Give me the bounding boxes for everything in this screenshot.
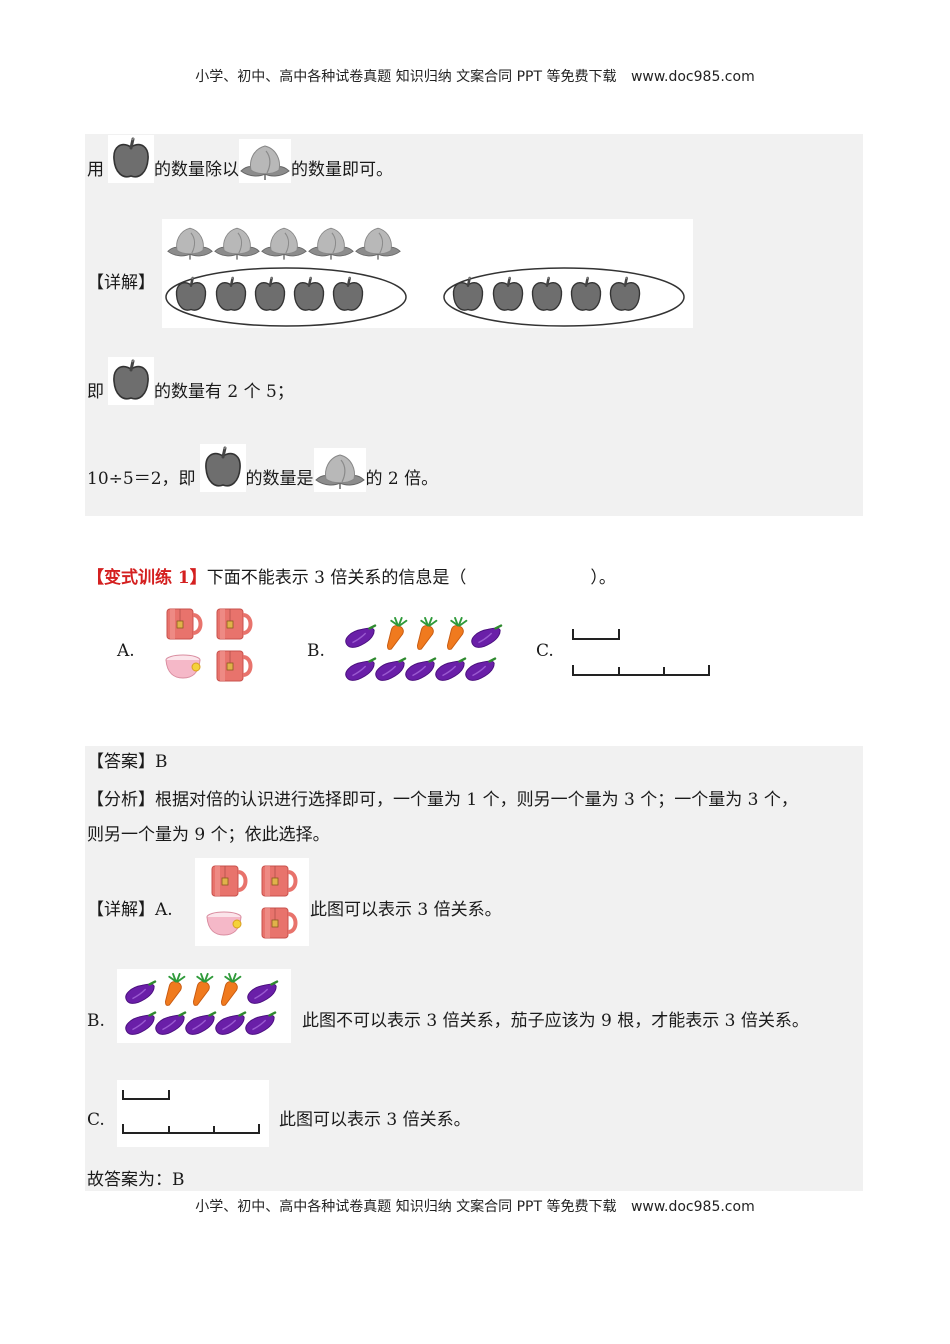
option-c-figure (570, 626, 715, 681)
question-text: 下面不能表示 3 倍关系的信息是（ (206, 568, 467, 588)
text-count: 的数量即可。 (291, 160, 393, 180)
text-double: 的 2 倍。 (365, 469, 439, 489)
option-b-label: B. (307, 641, 325, 661)
peach-icon (313, 448, 366, 492)
detail-b-text: 此图不可以表示 3 倍关系，茄子应该为 9 根，才能表示 3 倍关系。 (302, 1011, 809, 1031)
explanation-line-1: 用 的数量除以 的数量即可。 (87, 135, 393, 183)
text-is: 的数量是 (245, 469, 314, 489)
answer-line: 【答案】B (87, 752, 168, 772)
option-a-label: A. (117, 641, 135, 661)
detail-a-text: 此图可以表示 3 倍关系。 (310, 900, 502, 920)
figure-graphic (165, 227, 685, 327)
peach-row (167, 227, 401, 261)
detail-a-label: 【详解】A. (87, 900, 173, 920)
header-text: 小学、初中、高中各种试卷真题 知识归纳 文案合同 PPT 等免费下载 (195, 69, 617, 85)
question-close: ）。 (590, 568, 616, 588)
text-yong: 用 (87, 160, 104, 180)
header-url: www.doc985.com (630, 69, 755, 85)
detail-label: 【详解】 (87, 273, 155, 293)
footer-text: 小学、初中、高中各种试卷真题 知识归纳 文案合同 PPT 等免费下载 (195, 1199, 617, 1215)
page-footer: 小学、初中、高中各种试卷真题 知识归纳 文案合同 PPT 等免费下载 www.d… (0, 1196, 950, 1216)
option-b-figure (343, 617, 505, 687)
question-tag: 【变式训练 1】 (87, 568, 207, 588)
apple-group-2 (452, 276, 641, 312)
peach-icon (239, 139, 291, 183)
apple-icon (108, 357, 154, 405)
apple-group-1 (175, 276, 364, 312)
apple-icon (199, 444, 246, 492)
detail-c-text: 此图可以表示 3 倍关系。 (279, 1110, 471, 1130)
text-ji: 即 (87, 382, 104, 402)
apple-peach-figure (162, 219, 693, 328)
option-c-label: C. (536, 641, 554, 661)
question-line: 【变式训练 1】 下面不能表示 3 倍关系的信息是（ ）。 (87, 567, 616, 589)
detail-c-figure (117, 1080, 269, 1147)
detail-b-figure (117, 969, 291, 1043)
explanation-line-3: 10÷5＝2，即 的数量是 的 2 倍。 (87, 442, 438, 492)
analysis-line-2: 则另一个量为 9 个；依此选择。 (87, 825, 330, 845)
page-header: 小学、初中、高中各种试卷真题 知识归纳 文案合同 PPT 等免费下载 www.d… (0, 66, 950, 86)
detail-c-label: C. (87, 1110, 105, 1130)
explanation-line-2: 即 的数量有 2 个 5； (87, 355, 294, 405)
footer-url: www.doc985.com (630, 1199, 755, 1215)
analysis-line-1: 【分析】根据对倍的认识进行选择即可，一个量为 1 个，则另一个量为 3 个；一个… (87, 790, 798, 810)
text-divide: 的数量除以 (154, 160, 239, 180)
detail-b-label: B. (87, 1011, 105, 1031)
conclusion: 故答案为：B (87, 1170, 185, 1190)
option-a-figure (162, 605, 256, 687)
text-count-two-fives: 的数量有 2 个 5； (154, 382, 294, 402)
detail-a-figure (195, 858, 309, 946)
text-equation: 10÷5＝2，即 (87, 469, 196, 489)
apple-icon (108, 135, 154, 183)
